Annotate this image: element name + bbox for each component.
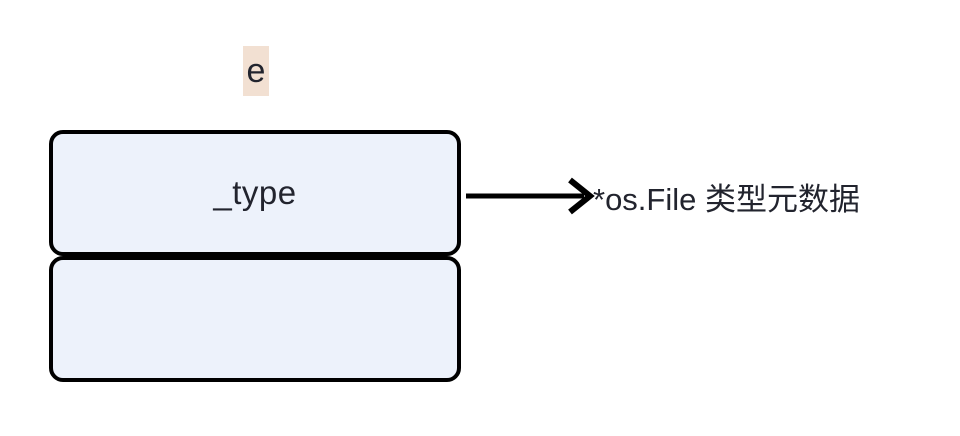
annotation-letter: e <box>246 52 266 90</box>
arrow-right-icon <box>466 177 595 215</box>
annotation-highlight <box>243 46 269 96</box>
struct-field-empty <box>49 256 461 382</box>
struct-field-type: _type <box>49 130 461 256</box>
metadata-caption: *os.File 类型元数据 <box>593 181 860 217</box>
struct-field-label: _type <box>213 174 297 211</box>
